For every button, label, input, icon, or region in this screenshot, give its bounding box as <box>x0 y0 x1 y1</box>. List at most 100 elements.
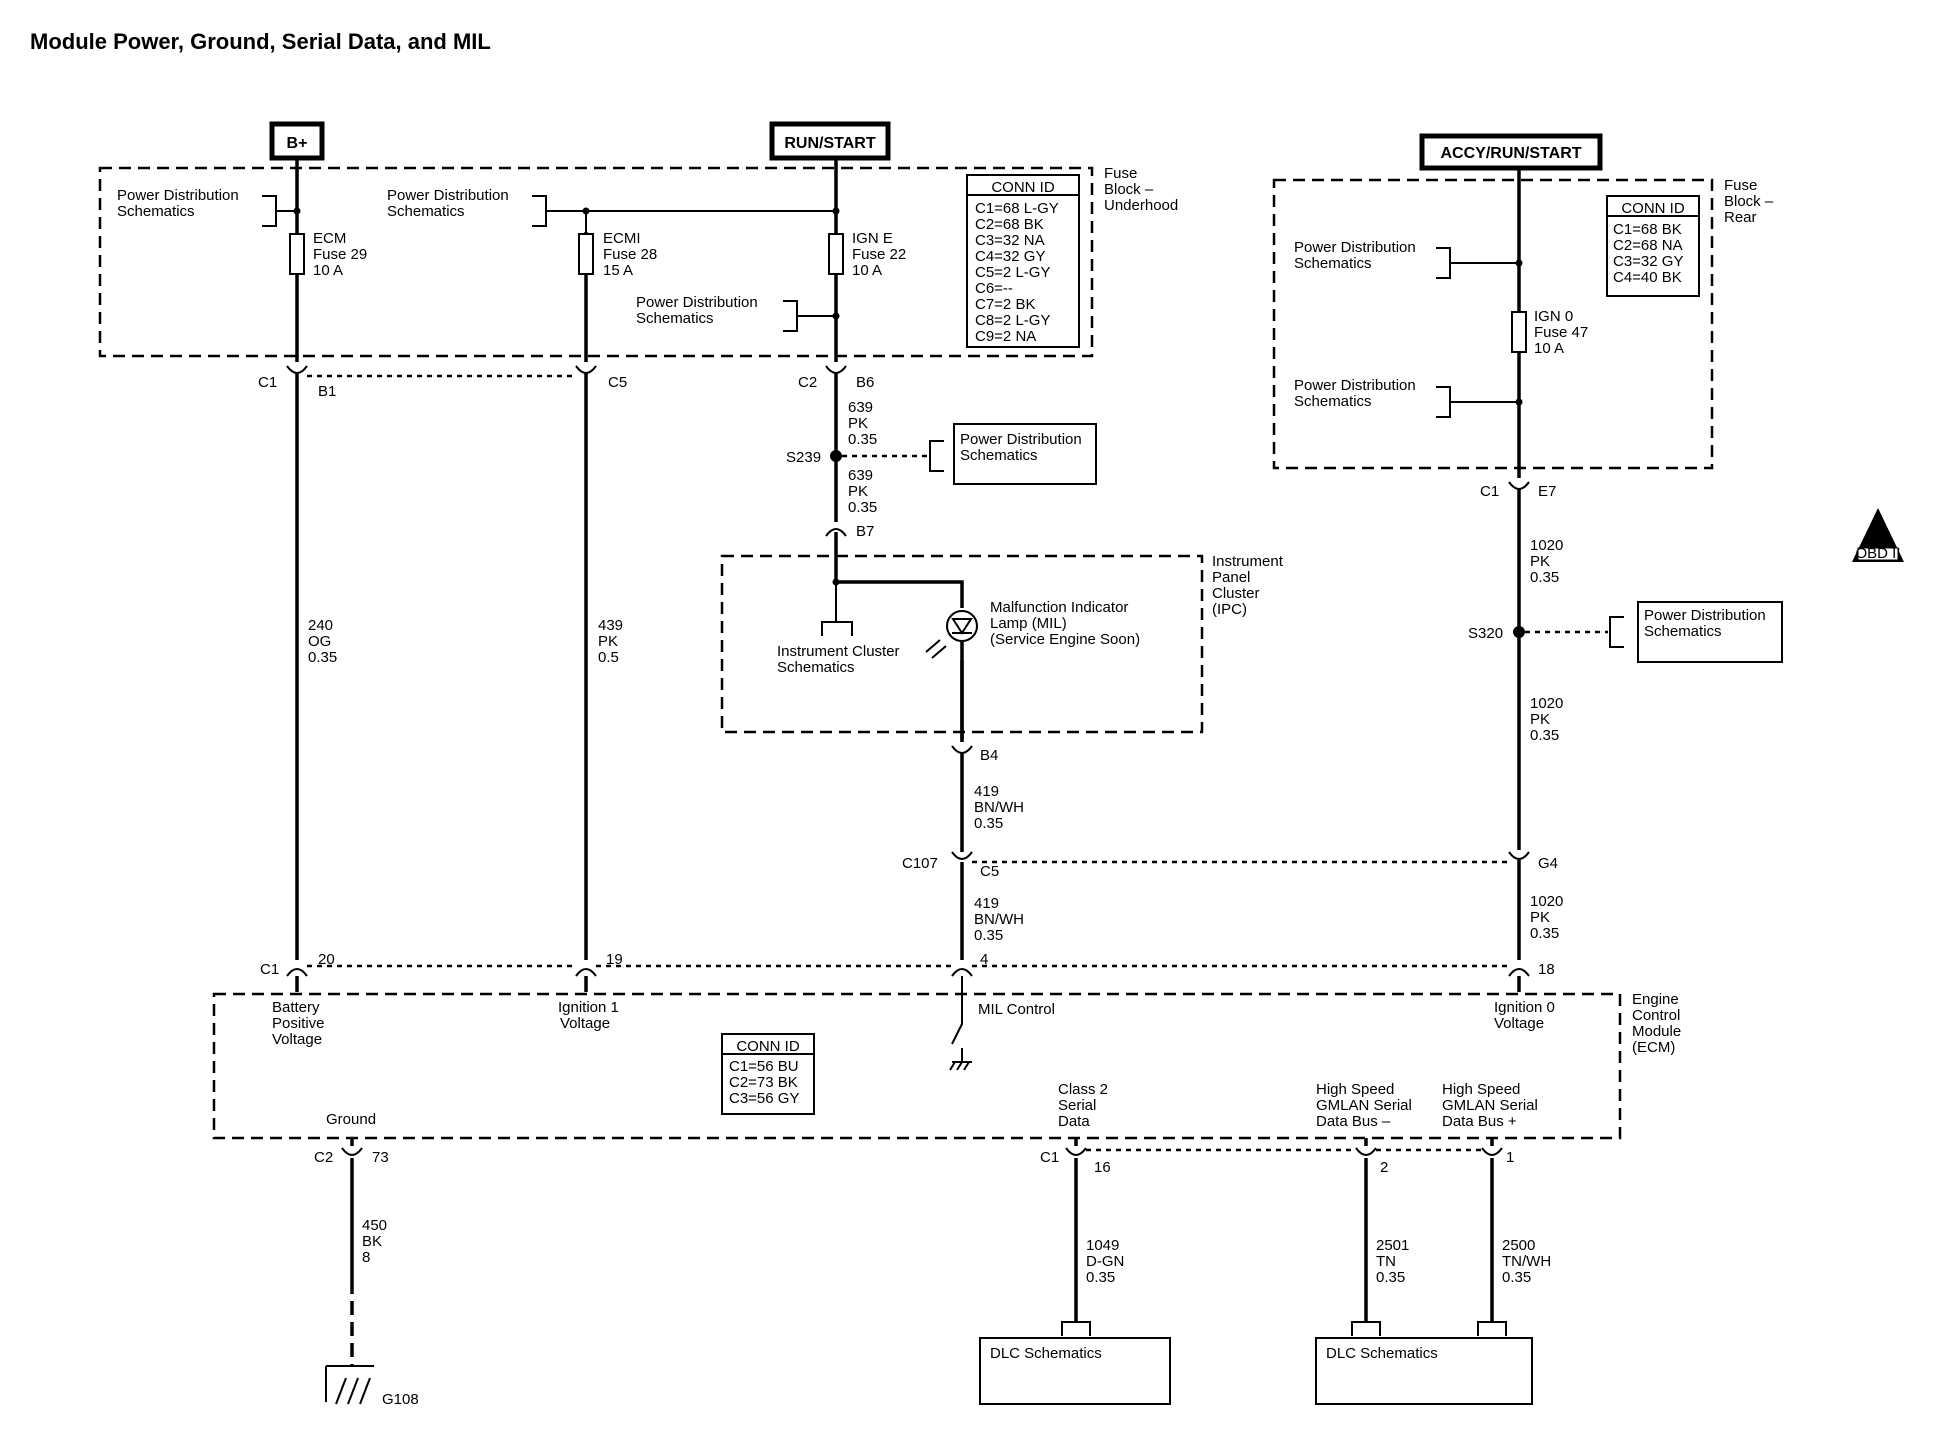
fuse-ign-0: IGN 0 Fuse 47 10 A <box>1511 308 1588 357</box>
svg-text:DLC Schematics: DLC Schematics <box>990 1345 1102 1362</box>
svg-text:18: 18 <box>1538 961 1555 978</box>
svg-text:0.35: 0.35 <box>1530 569 1559 586</box>
svg-text:Fuse 22: Fuse 22 <box>852 246 906 263</box>
svg-text:Ignition 0: Ignition 0 <box>1494 999 1555 1016</box>
svg-text:0.35: 0.35 <box>1502 1269 1531 1286</box>
connector-c107: C107 C5 G4 <box>902 851 1558 880</box>
svg-text:Schematics: Schematics <box>1294 255 1372 272</box>
svg-text:Power Distribution: Power Distribution <box>636 294 758 311</box>
svg-text:Malfunction Indicator: Malfunction Indicator <box>990 599 1128 616</box>
fuse-block-underhood: Fuse Block – Underhood <box>98 165 1178 358</box>
dlc-schematics-box-1: DLC Schematics <box>979 1337 1171 1405</box>
pd-ref-ecmi: Power Distribution Schematics <box>387 187 836 232</box>
svg-text:Data Bus –: Data Bus – <box>1316 1113 1391 1130</box>
svg-text:BN/WH: BN/WH <box>974 799 1024 816</box>
svg-text:C1: C1 <box>260 961 279 978</box>
svg-text:II: II <box>1874 531 1882 548</box>
svg-text:Block –: Block – <box>1104 181 1154 198</box>
ecm-ignition-0-voltage: Ignition 0 Voltage <box>1494 999 1555 1032</box>
svg-text:C2=68 NA: C2=68 NA <box>1613 237 1683 254</box>
svg-text:Control: Control <box>1632 1007 1680 1024</box>
svg-text:B7: B7 <box>856 523 874 540</box>
svg-text:PK: PK <box>1530 553 1550 570</box>
svg-text:B6: B6 <box>856 374 874 391</box>
wire-1020-label-1: 1020 PK 0.35 <box>1530 537 1563 586</box>
engine-control-module: Engine Control Module (ECM) <box>212 991 1681 1140</box>
svg-text:D-GN: D-GN <box>1086 1253 1124 1270</box>
svg-text:Data: Data <box>1058 1113 1090 1130</box>
wire-1049-label: 1049 D-GN 0.35 <box>1086 1237 1124 1286</box>
svg-text:10 A: 10 A <box>1534 340 1564 357</box>
svg-text:10 A: 10 A <box>313 262 343 279</box>
svg-text:0.35: 0.35 <box>974 927 1003 944</box>
svg-text:Schematics: Schematics <box>636 310 714 327</box>
ecm-class-2-serial-data: Class 2 Serial Data <box>1058 1081 1108 1130</box>
svg-text:0.35: 0.35 <box>974 815 1003 832</box>
svg-text:Cluster: Cluster <box>1212 585 1260 602</box>
svg-text:ECMI: ECMI <box>603 230 641 247</box>
svg-text:Voltage: Voltage <box>272 1031 322 1048</box>
svg-text:C1: C1 <box>1040 1149 1059 1166</box>
wire-439-label: 439 PK 0.5 <box>598 617 623 666</box>
svg-text:Fuse 29: Fuse 29 <box>313 246 367 263</box>
wire-450-label: 450 BK 8 <box>362 1217 387 1266</box>
svg-text:2501: 2501 <box>1376 1237 1409 1254</box>
source-run-start: RUN/START <box>769 121 891 161</box>
svg-text:Fuse: Fuse <box>1724 177 1757 194</box>
svg-text:GMLAN Serial: GMLAN Serial <box>1316 1097 1412 1114</box>
svg-text:PK: PK <box>1530 711 1550 728</box>
diagram-title: Module Power, Ground, Serial Data, and M… <box>30 29 491 54</box>
svg-text:Data Bus +: Data Bus + <box>1442 1113 1517 1130</box>
wire-419-label-bottom: 419 BN/WH 0.35 <box>974 895 1024 944</box>
svg-text:C2=73 BK: C2=73 BK <box>729 1074 798 1091</box>
svg-text:TN/WH: TN/WH <box>1502 1253 1551 1270</box>
svg-text:Instrument Cluster: Instrument Cluster <box>777 643 900 660</box>
svg-text:B1: B1 <box>318 383 336 400</box>
wire-1020-label-2: 1020 PK 0.35 <box>1530 695 1563 744</box>
svg-text:ECM: ECM <box>313 230 346 247</box>
svg-text:PK: PK <box>598 633 618 650</box>
svg-text:C3=56 GY: C3=56 GY <box>729 1090 799 1107</box>
ecm-battery-positive-voltage: Battery Positive Voltage <box>272 999 325 1048</box>
svg-text:B+: B+ <box>287 135 308 152</box>
svg-text:PK: PK <box>848 483 868 500</box>
dlc-terminal-1 <box>1061 1321 1091 1336</box>
svg-text:Panel: Panel <box>1212 569 1250 586</box>
ecm-gmlan-data-bus-minus: High Speed GMLAN Serial Data Bus – <box>1316 1081 1412 1130</box>
dlc-terminal-2 <box>1351 1321 1381 1336</box>
svg-text:Serial: Serial <box>1058 1097 1096 1114</box>
pd-ref-ecm: Power Distribution Schematics <box>117 187 297 227</box>
svg-text:C1=68 BK: C1=68 BK <box>1613 221 1682 238</box>
fuse-ign-e: IGN E Fuse 22 10 A <box>828 230 906 279</box>
svg-text:C5: C5 <box>608 374 627 391</box>
svg-text:Voltage: Voltage <box>1494 1015 1544 1032</box>
fuse-block-rear: Fuse Block – Rear <box>1272 177 1774 470</box>
svg-text:G108: G108 <box>382 1391 419 1408</box>
dlc-terminal-3 <box>1477 1321 1507 1336</box>
mil-lamp: Malfunction Indicator Lamp (MIL) (Servic… <box>925 599 1140 659</box>
svg-text:C8=2 L-GY: C8=2 L-GY <box>975 312 1050 329</box>
svg-text:240: 240 <box>308 617 333 634</box>
svg-text:Instrument: Instrument <box>1212 553 1284 570</box>
svg-text:C5=2 L-GY: C5=2 L-GY <box>975 264 1050 281</box>
svg-text:Ignition 1: Ignition 1 <box>558 999 619 1016</box>
svg-text:0.5: 0.5 <box>598 649 619 666</box>
svg-text:0.35: 0.35 <box>848 499 877 516</box>
svg-text:0.35: 0.35 <box>848 431 877 448</box>
svg-text:C1=56 BU: C1=56 BU <box>729 1058 799 1075</box>
instrument-cluster-ref: Instrument Cluster Schematics <box>777 582 900 676</box>
svg-text:2: 2 <box>1380 1159 1388 1176</box>
conn-id-table-ecm: CONN ID C1=56 BU C2=73 BK C3=56 GY <box>721 1033 815 1115</box>
wire-2500-label: 2500 TN/WH 0.35 <box>1502 1237 1551 1286</box>
svg-text:Underhood: Underhood <box>1104 197 1178 214</box>
svg-text:(Service Engine Soon): (Service Engine Soon) <box>990 631 1140 648</box>
svg-text:Battery: Battery <box>272 999 320 1016</box>
pd-ref-ign-e: Power Distribution Schematics <box>636 294 836 332</box>
splice-s320: S320 Power Distribution Schematics <box>1468 601 1783 663</box>
svg-text:Schematics: Schematics <box>1294 393 1372 410</box>
svg-text:MIL Control: MIL Control <box>978 1001 1055 1018</box>
svg-text:439: 439 <box>598 617 623 634</box>
svg-text:Module: Module <box>1632 1023 1681 1040</box>
svg-text:450: 450 <box>362 1217 387 1234</box>
